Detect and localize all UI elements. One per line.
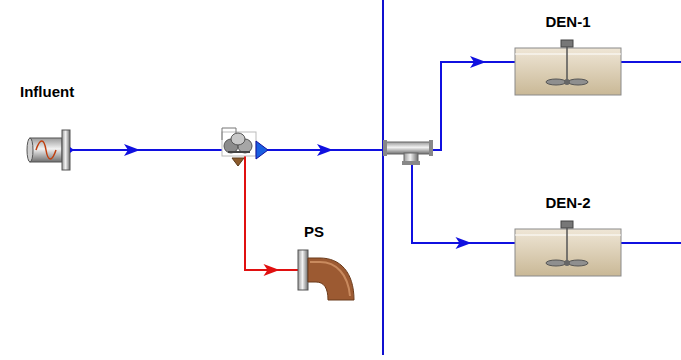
influent-symbol [36,141,56,159]
tank-node: DEN-1 [515,48,621,95]
tank-node: DEN-2 [515,229,621,276]
tank-symbol [546,79,566,85]
unit-label: Influent [20,84,74,101]
tank-symbol [515,48,621,95]
tank-symbol [561,40,573,47]
tee-symbol [429,140,433,156]
flow-connector [72,150,515,249]
flow-line [72,62,515,150]
screen-symbol [228,151,250,153]
ps-symbol [298,250,308,290]
tank-symbol [568,79,588,85]
boundary-line [382,0,384,355]
screen-symbol [222,132,256,156]
flow-arrow [317,144,333,156]
arrow-head [470,56,486,68]
screen-symbol [222,128,268,166]
tee-symbol [402,161,420,165]
tank-symbol [568,260,588,266]
tank-symbol [561,221,573,228]
screen-symbol [231,133,245,145]
tank-symbol [564,260,570,266]
tee-symbol [383,140,387,156]
flow-line [72,150,298,270]
pipe-node: Influent [26,130,72,170]
tank-symbol [515,235,621,236]
unit-label: PS [304,224,324,241]
tank-symbol [515,229,621,276]
tank-symbol [546,260,566,266]
flow-connector [72,56,515,150]
ps-symbol [310,262,350,296]
unit-label: DEN-2 [545,195,590,212]
pipe-node: PS [298,250,356,290]
influent-symbol [70,147,74,153]
influent-symbol [30,138,62,162]
tank-symbol [515,48,621,95]
outflow-line [621,61,681,63]
influent-symbol [62,130,70,170]
outflow-line [621,242,681,244]
flow-line [72,150,515,243]
unit-label: DEN-1 [545,14,590,31]
influent-symbol [27,138,33,162]
tank-symbol [564,79,570,85]
influent-symbol [26,130,72,170]
tank-symbol [566,228,568,263]
flow-connector [72,150,298,276]
flow-arrow [124,144,140,156]
tee-symbol [385,142,431,154]
tank-symbol [515,54,621,55]
arrow-head [264,264,280,276]
tee-symbol [383,140,433,165]
tank-symbol [566,47,568,82]
ps-symbol [298,250,356,290]
screen-symbol [232,158,244,166]
arrow-head [456,237,472,249]
tank-symbol [515,229,621,276]
ps-symbol [308,258,354,300]
screen-symbol [256,141,268,159]
